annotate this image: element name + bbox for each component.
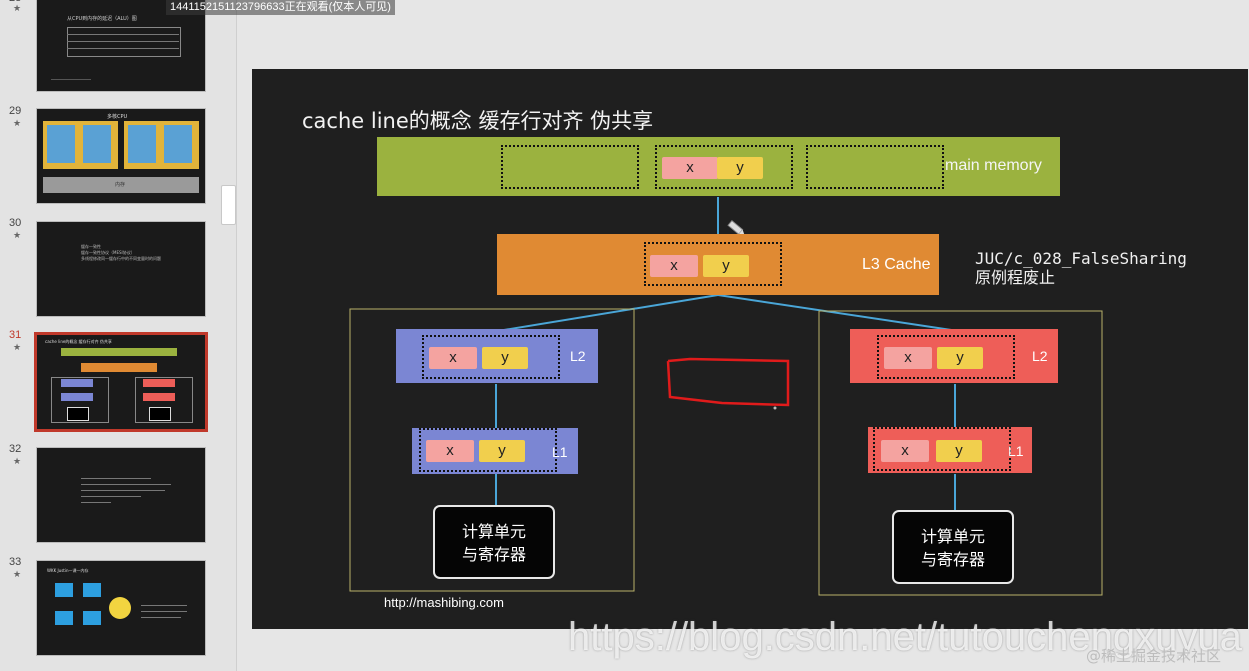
l3-cache-block: x y L3 Cache (497, 234, 939, 295)
left-l1-cache: x y L1 (412, 428, 578, 474)
variable-y: y (937, 347, 983, 369)
thumbnail-text: 缓存一致性 缓存一致性协议（MESI协议） 多线程修改同一缓存行中的不同变量时的… (81, 244, 161, 262)
variable-x: x (662, 157, 718, 179)
slide-thumbnail-pane: 28 ★ 从CPU到内存的延迟（ALU）图 29 ★ 多核CPU 内存 30 (0, 0, 237, 671)
hand-drawn-highlight (668, 359, 788, 405)
l1-label: L1 (552, 444, 568, 460)
wire-l3-right (718, 295, 958, 331)
l1-label: L1 (1008, 443, 1024, 459)
slide-thumbnail-active[interactable]: cache line的概念 缓存行对齐 伪共享 (36, 334, 206, 430)
register-label: 与寄存器 (435, 543, 553, 566)
wire-l3-left (498, 295, 718, 331)
right-l2-cache: x y L2 (850, 329, 1058, 383)
main-memory-label: main memory (945, 157, 1042, 175)
note-path: JUC/c_028_FalseSharing (975, 249, 1187, 268)
viewer-banner: 1441152151123796633正在观看(仅本人可见) (166, 0, 395, 15)
note-deprecated: 原例程废止 (975, 268, 1187, 287)
slide-thumbnail[interactable]: 多核CPU 内存 (36, 108, 206, 204)
variable-x: x (881, 440, 929, 462)
right-compute-unit: 计算单元 与寄存器 (892, 510, 1014, 584)
compute-unit-label: 计算单元 (894, 525, 1012, 548)
variable-y: y (717, 157, 763, 179)
slide-transition-icon: ★ (13, 343, 21, 353)
community-watermark: @稀土掘金技术社区 (1086, 645, 1221, 666)
slide-transition-icon: ★ (13, 457, 21, 467)
thumbnail-label: 内存 (115, 181, 125, 188)
thumbnail-title: cache line的概念 缓存行对齐 伪共享 (45, 339, 112, 345)
source-note: JUC/c_028_FalseSharing 原例程废止 (975, 249, 1187, 287)
l2-label: L2 (1032, 348, 1048, 364)
slide-number: 33 (9, 556, 21, 568)
slide-thumbnail[interactable] (36, 447, 206, 543)
slide-number: 31 (9, 329, 21, 341)
right-l1-cache: x y L1 (868, 427, 1032, 473)
slide-transition-icon: ★ (13, 570, 21, 580)
cache-line-outline (501, 145, 639, 189)
slide-number: 29 (9, 105, 21, 117)
variable-x: x (429, 347, 477, 369)
variable-x: x (884, 347, 932, 369)
slide-number: 30 (9, 217, 21, 229)
variable-y: y (936, 440, 982, 462)
slide-transition-icon: ★ (13, 231, 21, 241)
register-label: 与寄存器 (894, 548, 1012, 571)
thumbnail-title: WKK Justin一课一内存 (47, 568, 89, 574)
variable-x: x (426, 440, 474, 462)
slide-thumbnail[interactable]: WKK Justin一课一内存 (36, 560, 206, 656)
l3-cache-label: L3 Cache (862, 256, 931, 274)
slide-transition-icon: ★ (13, 119, 21, 129)
cache-line-outline (806, 145, 944, 189)
slide-thumbnail[interactable]: 缓存一致性 缓存一致性协议（MESI协议） 多线程修改同一缓存行中的不同变量时的… (36, 221, 206, 317)
thumbnail-table (67, 27, 181, 57)
left-compute-unit: 计算单元 与寄存器 (433, 505, 555, 579)
slide-canvas: cache line的概念 缓存行对齐 伪共享 x y main memory … (252, 69, 1248, 629)
variable-y: y (479, 440, 525, 462)
variable-y: y (482, 347, 528, 369)
variable-x: x (650, 255, 698, 277)
thumbnail-title: 从CPU到内存的延迟（ALU）图 (67, 15, 137, 22)
slide-url: http://mashibing.com (384, 595, 504, 610)
slide-number: 32 (9, 443, 21, 455)
slide-title: cache line的概念 缓存行对齐 伪共享 (302, 105, 653, 135)
main-memory-block: x y main memory (377, 137, 1060, 196)
thumbnail-title: 多核CPU (107, 113, 127, 120)
compute-unit-label: 计算单元 (435, 520, 553, 543)
l2-label: L2 (570, 348, 586, 364)
thumbnail-scrollbar-thumb[interactable] (221, 185, 236, 225)
left-l2-cache: x y L2 (396, 329, 598, 383)
slide-transition-icon: ★ (13, 4, 21, 14)
variable-y: y (703, 255, 749, 277)
